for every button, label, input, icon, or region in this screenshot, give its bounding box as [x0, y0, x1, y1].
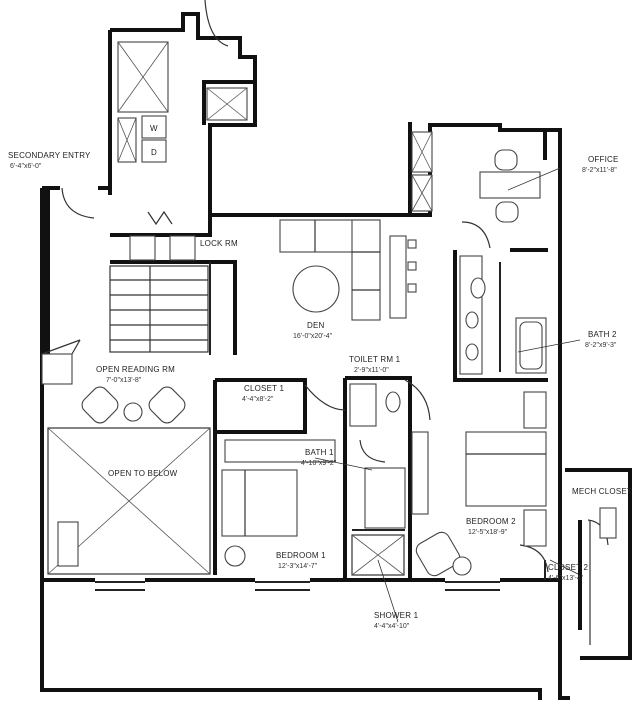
- label-lock-rm: LOCK RM: [200, 239, 238, 248]
- dims-shower1: 4'-4"x4'-10": [374, 623, 410, 630]
- entry-column: [41, 339, 81, 385]
- dims-bedroom2: 12'-5"x18'-9": [468, 529, 508, 536]
- label-shower1: SHOWER 1: [374, 611, 419, 620]
- bath2-fixtures: [459, 255, 547, 375]
- open-to-below: [47, 427, 211, 575]
- label-secondary-entry: SECONDARY ENTRY: [8, 151, 91, 160]
- label-mech-closet: MECH CLOSET: [572, 487, 632, 496]
- label-bath1: BATH 1: [305, 448, 334, 457]
- label-open-reading: OPEN READING RM: [96, 365, 175, 374]
- dims-secondary-entry: 6'-4"x6'-0": [10, 163, 42, 170]
- open-reading-furniture: [81, 386, 186, 424]
- label-den: DEN: [307, 321, 325, 330]
- bedroom1-furniture: [221, 439, 336, 567]
- label-toilet: TOILET RM 1: [349, 355, 401, 364]
- lock-room-cabinets: [129, 235, 196, 261]
- room-labels: SECONDARY ENTRY 6'-4"x6'-0" LOCK RM DEN …: [8, 151, 632, 630]
- dryer-label: D: [151, 148, 157, 157]
- bath1-fixtures: [349, 383, 406, 576]
- washer-label: W: [150, 124, 158, 133]
- leaders: [314, 167, 581, 623]
- label-bath2: BATH 2: [588, 330, 617, 339]
- stairs: [109, 265, 209, 353]
- dims-bath2: 8'-2"x9'-3": [585, 342, 617, 349]
- den-furniture: [279, 219, 417, 321]
- dims-closet2: 4'-6"x13'-4": [548, 575, 584, 582]
- office-furniture: [411, 131, 541, 223]
- washer: [141, 115, 167, 139]
- label-closet1: CLOSET 1: [244, 384, 284, 393]
- label-bedroom1: BEDROOM 1: [276, 551, 326, 560]
- door-swings: [61, 0, 609, 573]
- dims-den: 16'-0"x20'-4": [293, 333, 333, 340]
- dryer: [141, 139, 167, 163]
- dims-bath1: 4'-10"x9'-2": [301, 460, 337, 467]
- dims-office: 8'-2"x11'-8": [582, 167, 617, 174]
- label-closet2: CLOSET 2: [548, 563, 588, 572]
- dims-closet1: 4'-4"x8'-2": [242, 396, 274, 403]
- dims-bedroom1: 12'-3"x14'-7": [278, 563, 318, 570]
- dims-toilet: 2'-9"x11'-0": [354, 367, 389, 374]
- closet2-shelving: [589, 507, 617, 645]
- bedroom2-furniture: [411, 391, 547, 577]
- label-bedroom2: BEDROOM 2: [466, 517, 516, 526]
- walls: [40, 12, 632, 700]
- dims-open-reading: 7'-0"x13'-8": [106, 377, 142, 384]
- label-open-to-below: OPEN TO BELOW: [108, 469, 178, 478]
- laundry-tower: W D: [117, 41, 248, 163]
- label-office: OFFICE: [588, 155, 619, 164]
